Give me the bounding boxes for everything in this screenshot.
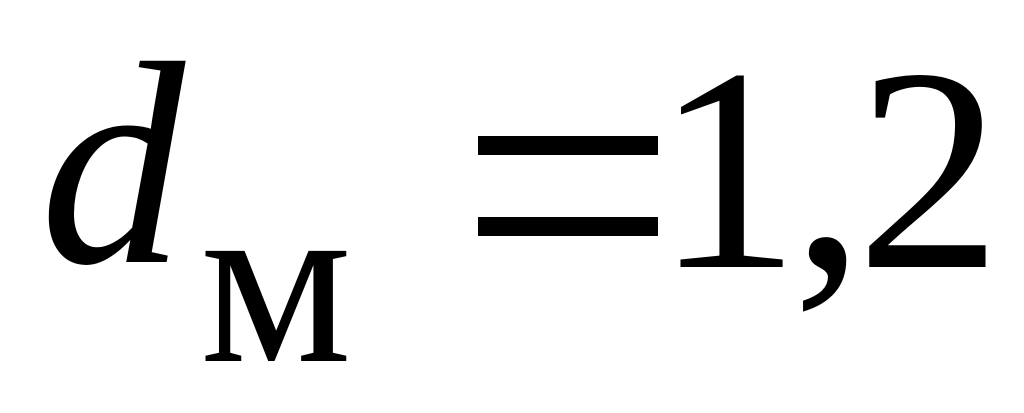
equals-sign — [478, 136, 658, 236]
formula-value: 1,2 — [655, 9, 1001, 330]
equals-bar-bottom — [478, 217, 658, 236]
equals-bar-top — [478, 136, 658, 155]
formula-subscript: м — [200, 147, 352, 413]
formula-variable: d — [40, 4, 185, 325]
